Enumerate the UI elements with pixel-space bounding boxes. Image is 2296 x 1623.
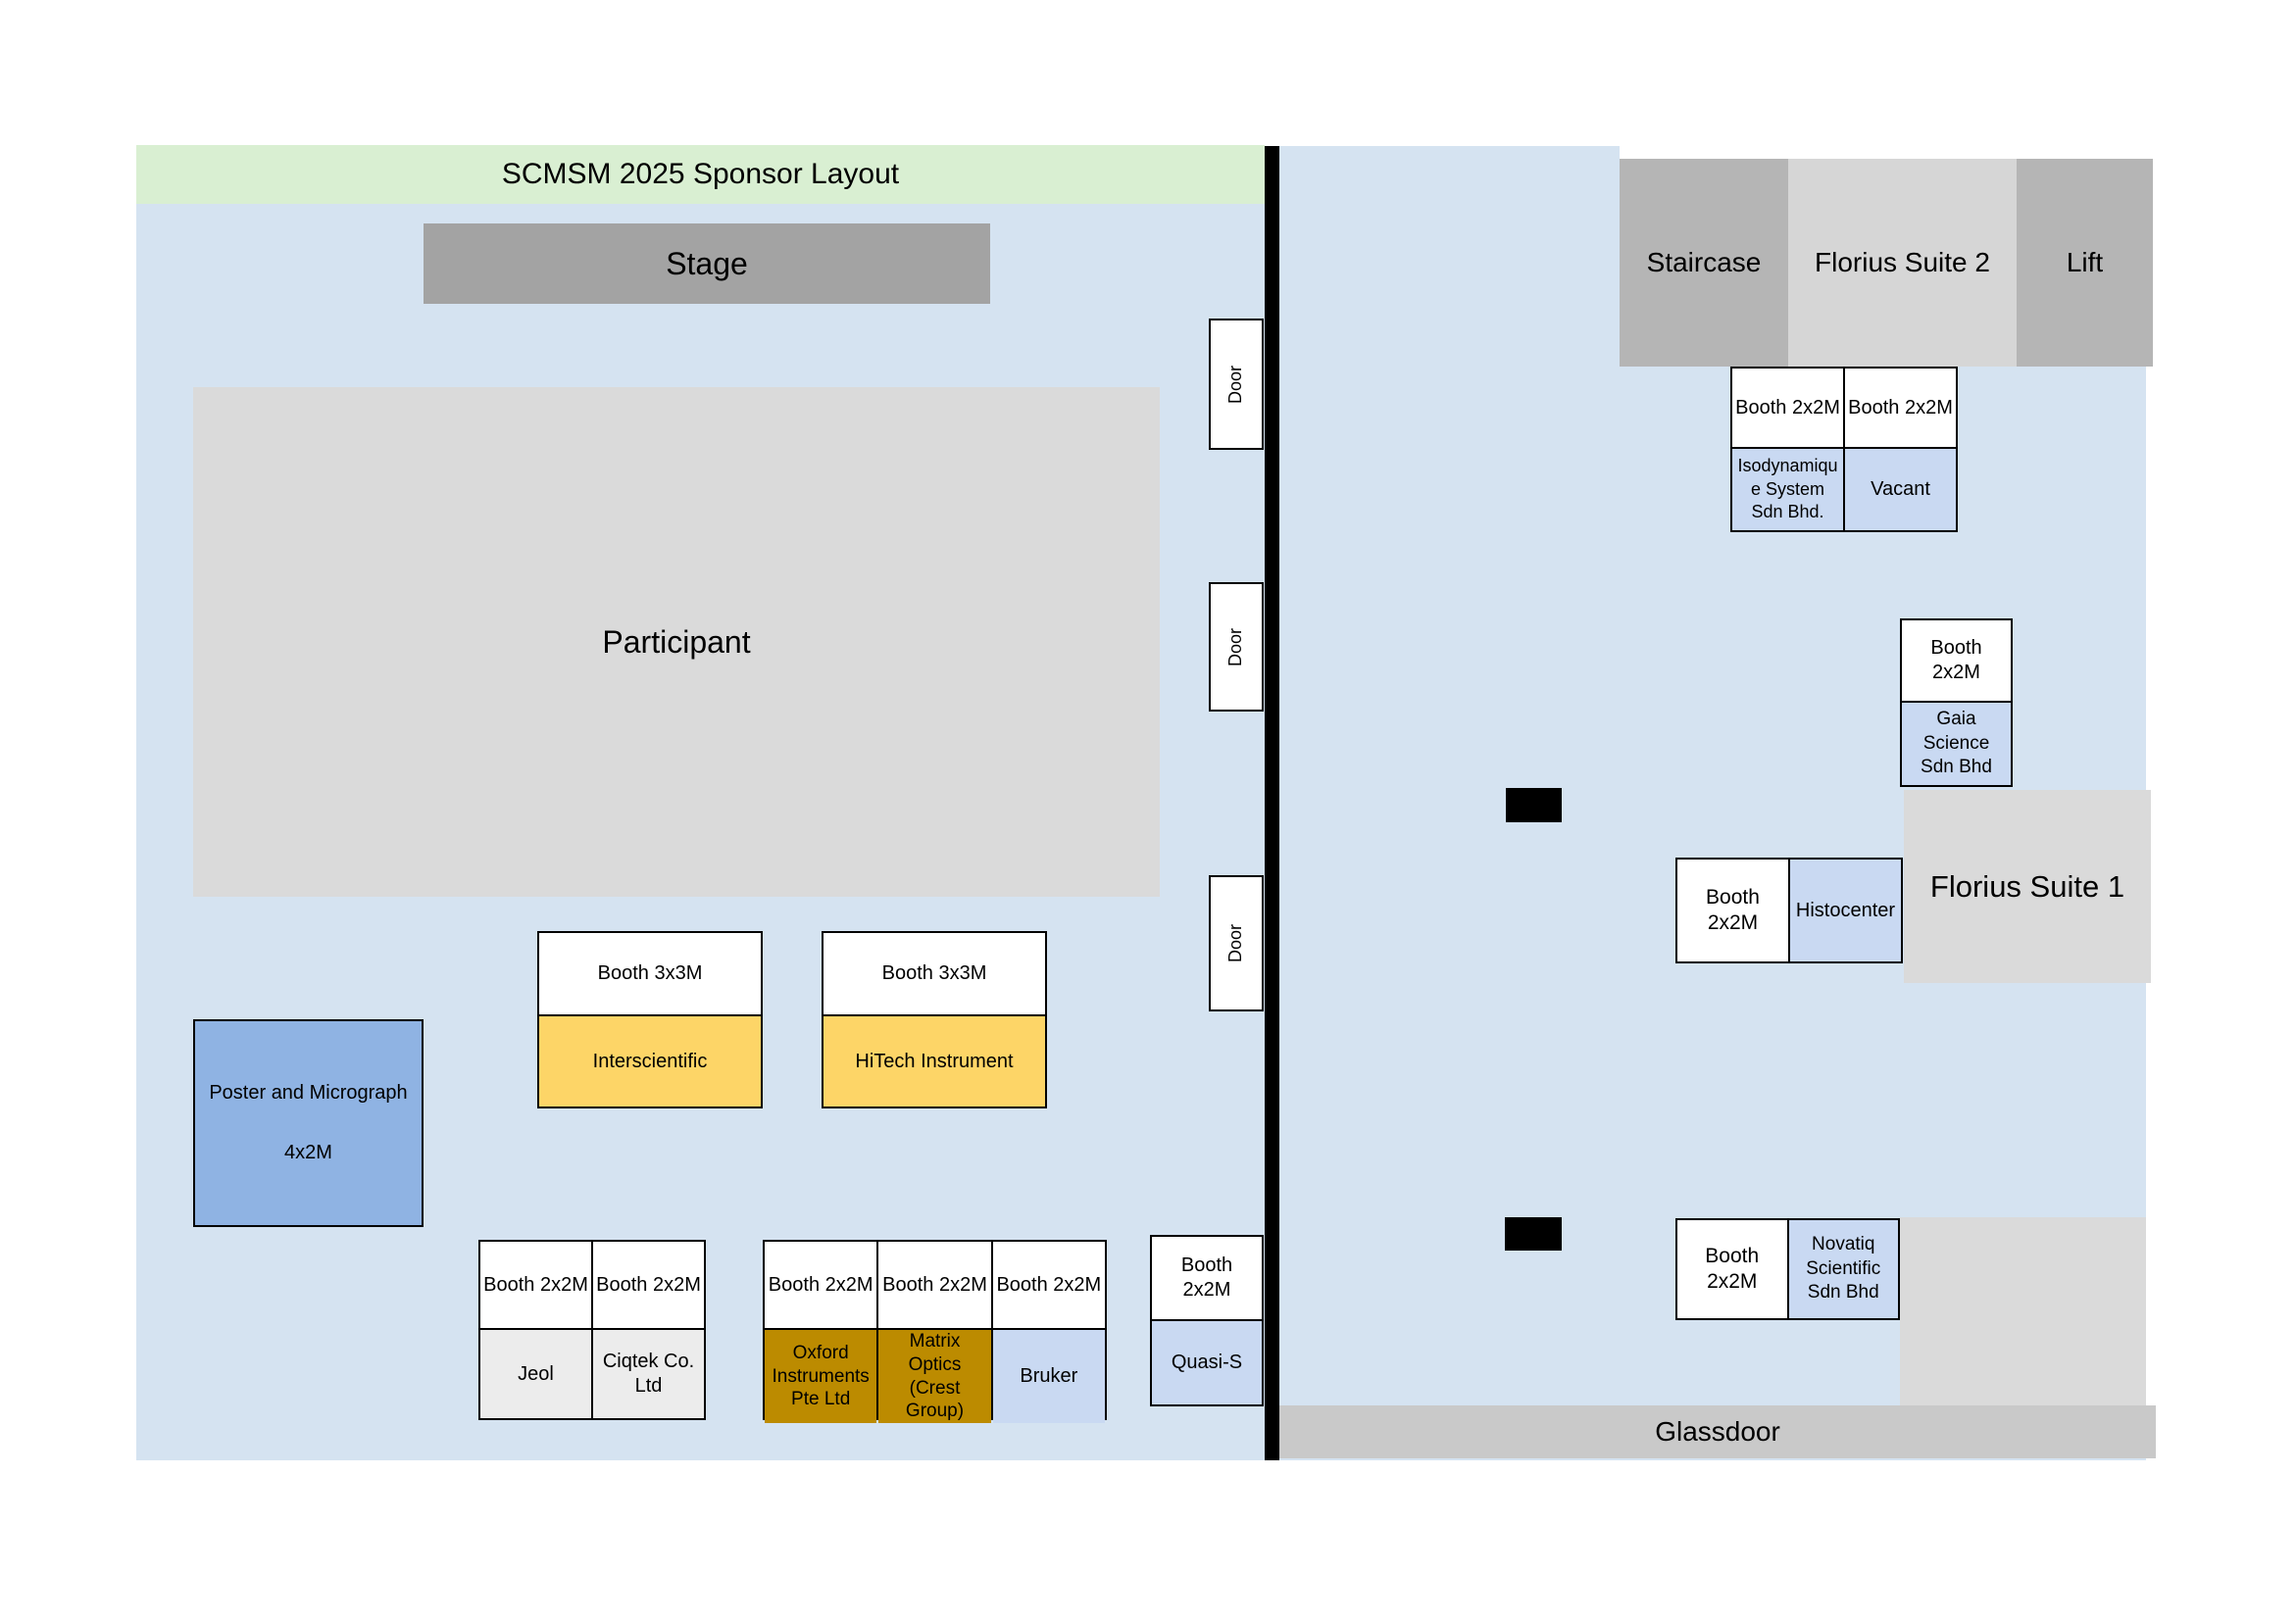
door-bottom-label: Door <box>1225 923 1246 963</box>
participant-label: Participant <box>602 623 751 660</box>
lift-room: Lift <box>2017 159 2153 367</box>
staircase-label: Staircase <box>1646 247 1762 277</box>
booth-size-label: Booth 2x2M <box>1732 369 1843 447</box>
glassdoor-label: Glassdoor <box>1655 1416 1780 1447</box>
poster-label-line2: 4x2M <box>284 1142 332 1163</box>
staircase-room: Staircase <box>1620 159 1788 367</box>
participant-area: Participant <box>193 387 1160 897</box>
sponsor-histocenter: Histocenter <box>1790 860 1901 961</box>
sponsor-hitech-instrument: HiTech Instrument <box>824 1016 1045 1107</box>
booth-size-label: Booth 2x2M <box>480 1242 591 1328</box>
sponsor-novatiq: Novatiq Scientific Sdn Bhd <box>1788 1220 1898 1318</box>
booth-size-label: Booth 2x2M <box>1152 1237 1262 1319</box>
booth-group-isodynamique-vacant: Booth 2x2M Booth 2x2M Isodynamique Syste… <box>1730 367 1958 532</box>
booth-size-label: Booth 3x3M <box>824 933 1045 1014</box>
sponsor-gaia-science: Gaia Science Sdn Bhd <box>1902 703 2011 785</box>
booth-size-label: Booth 2x2M <box>878 1242 991 1328</box>
glassdoor-area: Glassdoor <box>1279 1405 2156 1458</box>
page-title: SCMSM 2025 Sponsor Layout <box>501 158 900 190</box>
booth-group-oxford-matrix-bruker: Booth 2x2M Booth 2x2M Booth 2x2M Oxford … <box>763 1240 1107 1423</box>
sponsor-matrix-optics: Matrix Optics (Crest Group) <box>878 1330 991 1423</box>
booth-group-novatiq: Booth 2x2M Novatiq Scientific Sdn Bhd <box>1675 1218 1900 1320</box>
title-band: SCMSM 2025 Sponsor Layout <box>136 145 1265 204</box>
florius-suite-1-label: Florius Suite 1 <box>1929 868 2125 904</box>
booth-group-jeol-ciqtek: Booth 2x2M Booth 2x2M Jeol Ciqtek Co. Lt… <box>478 1240 706 1420</box>
wall-mark-lower <box>1505 1217 1562 1251</box>
sponsor-oxford-instruments: Oxford Instruments Pte Ltd <box>765 1330 877 1423</box>
booth-size-label: Booth 2x2M <box>1677 860 1788 961</box>
booth-size-label: Booth 2x2M <box>1677 1220 1787 1318</box>
florius-suite-2-room: Florius Suite 2 <box>1788 159 2017 367</box>
bottom-right-block <box>1900 1217 2146 1405</box>
booth-size-label: Booth 2x2M <box>765 1242 877 1328</box>
booth-size-label: Booth 3x3M <box>539 933 761 1014</box>
door-middle-label: Door <box>1225 627 1246 666</box>
sponsor-jeol: Jeol <box>480 1330 591 1418</box>
booth-3x3-interscientific: Booth 3x3M Interscientific <box>537 931 763 1108</box>
booth-group-gaia: Booth 2x2M Gaia Science Sdn Bhd <box>1900 618 2013 787</box>
sponsor-vacant: Vacant <box>1845 449 1956 530</box>
booth-size-label: Booth 2x2M <box>1845 369 1956 447</box>
sponsor-ciqtek: Ciqtek Co. Ltd <box>593 1330 704 1418</box>
booth-size-label: Booth 2x2M <box>1902 620 2011 701</box>
booth-group-quasi-s: Booth 2x2M Quasi-S <box>1150 1235 1264 1406</box>
stage-area: Stage <box>424 223 990 304</box>
booth-size-label: Booth 2x2M <box>593 1242 704 1328</box>
booth-size-label: Booth 2x2M <box>992 1242 1105 1328</box>
booth-3x3-hitech: Booth 3x3M HiTech Instrument <box>822 931 1047 1108</box>
stage-label: Stage <box>666 245 748 281</box>
florius-suite-2-label: Florius Suite 2 <box>1815 247 1990 277</box>
divider-wall <box>1265 146 1279 1460</box>
sponsor-isodynamique: Isodynamique System Sdn Bhd. <box>1732 449 1843 530</box>
door-bottom: Door <box>1209 875 1264 1011</box>
poster-label-line1: Poster and Micrograph <box>209 1082 408 1104</box>
sponsor-interscientific: Interscientific <box>539 1016 761 1107</box>
poster-micrograph-area: Poster and Micrograph 4x2M <box>193 1019 424 1227</box>
right-corridor-area <box>1279 146 1620 1460</box>
booth-group-histocenter: Booth 2x2M Histocenter <box>1675 858 1903 963</box>
door-top: Door <box>1209 319 1264 450</box>
door-top-label: Door <box>1225 365 1246 404</box>
lift-label: Lift <box>2066 247 2104 277</box>
wall-mark-upper <box>1506 788 1562 822</box>
florius-suite-1-room: Florius Suite 1 <box>1904 790 2151 983</box>
sponsor-quasi-s: Quasi-S <box>1152 1321 1262 1404</box>
sponsor-bruker: Bruker <box>992 1330 1105 1423</box>
door-middle: Door <box>1209 582 1264 712</box>
